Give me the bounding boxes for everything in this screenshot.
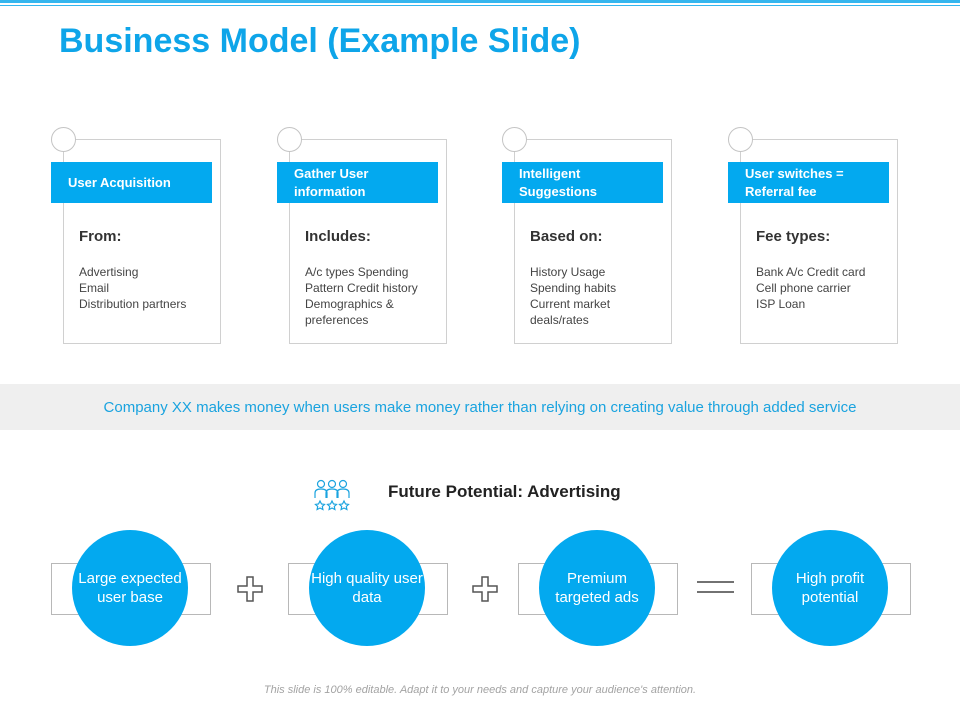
card-referral-fee: User switches = Referral fee Fee types: …	[728, 127, 898, 344]
card-item-list: Advertising Email Distribution partners	[79, 264, 214, 312]
card-item: Pattern Credit history	[305, 281, 418, 295]
card-item: ISP Loan	[756, 297, 806, 311]
slide-title: Business Model (Example Slide)	[59, 22, 581, 60]
card-item: Spending habits	[530, 281, 617, 295]
card-item: History Usage	[530, 265, 606, 279]
card-banner: User switches = Referral fee	[728, 162, 889, 203]
top-accent-thin-line	[0, 5, 960, 6]
card-item: deals/rates	[530, 313, 589, 327]
plus-icon	[472, 576, 498, 602]
plus-icon	[237, 576, 263, 602]
card-item: Advertising	[79, 265, 139, 279]
card-heading: From:	[79, 228, 122, 245]
card-item-list: A/c types Spending Pattern Credit histor…	[305, 264, 440, 328]
summary-band: Company XX makes money when users make m…	[0, 384, 960, 430]
card-item: Current market	[530, 297, 611, 311]
card-item-list: Bank A/c Credit card Cell phone carrier …	[756, 264, 891, 312]
card-circle-decoration	[277, 127, 302, 152]
equation-circle-user-data: High quality user data	[309, 530, 425, 646]
card-user-acquisition: User Acquisition From: Advertising Email…	[51, 127, 221, 344]
card-item: Email	[79, 281, 110, 295]
users-icon	[314, 479, 350, 511]
footer-note: This slide is 100% editable. Adapt it to…	[263, 684, 697, 696]
equation-label: High quality user data	[311, 570, 423, 606]
equation-label: Large expected user base	[78, 570, 182, 606]
equation-label: High profit potential	[795, 570, 865, 606]
card-banner: Gather User information	[277, 162, 438, 203]
equation-circle-user-base: Large expected user base	[72, 530, 188, 646]
card-circle-decoration	[51, 127, 76, 152]
card-heading: Based on:	[530, 228, 603, 245]
equation-circle-targeted-ads: Premium targeted ads	[539, 530, 655, 646]
card-heading: Includes:	[305, 228, 371, 245]
card-banner: Intelligent Suggestions	[502, 162, 663, 203]
card-heading: Fee types:	[756, 228, 831, 245]
equation-circle-profit-potential: High profit potential	[772, 530, 888, 646]
card-item: Distribution partners	[79, 297, 187, 311]
future-potential-title: Future Potential: Advertising	[388, 482, 621, 501]
summary-text: Company XX makes money when users make m…	[103, 398, 857, 416]
card-item: Bank A/c Credit card	[756, 265, 866, 279]
card-intelligent-suggestions: Intelligent Suggestions Based on: Histor…	[502, 127, 672, 344]
equals-icon	[697, 581, 734, 593]
card-item-list: History Usage Spending habits Current ma…	[530, 264, 665, 328]
card-item: Demographics &	[305, 297, 394, 311]
top-accent-line	[0, 0, 960, 3]
card-item: Cell phone carrier	[756, 281, 851, 295]
card-circle-decoration	[728, 127, 753, 152]
card-gather-user-information: Gather User information Includes: A/c ty…	[277, 127, 447, 344]
card-circle-decoration	[502, 127, 527, 152]
equation-label: Premium targeted ads	[555, 570, 639, 606]
card-banner: User Acquisition	[51, 162, 212, 203]
card-item: preferences	[305, 313, 369, 327]
card-item: A/c types Spending	[305, 265, 409, 279]
